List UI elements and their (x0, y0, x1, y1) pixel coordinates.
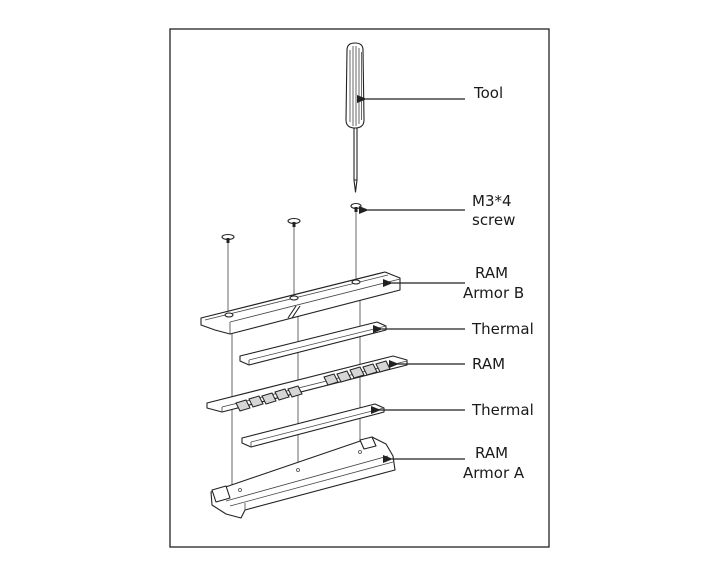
diagram-frame (169, 28, 550, 548)
ram-chips-right (323, 360, 391, 386)
label-armor-b-line2: Armor B (463, 284, 524, 302)
label-armor-b-line1: RAM (475, 264, 508, 282)
screw-left (221, 233, 235, 243)
screwdriver-tool (345, 42, 365, 193)
label-armor-a-line1: RAM (475, 444, 508, 462)
ram-armor-b (200, 271, 401, 335)
ram-armor-a (210, 436, 396, 519)
label-screw-line1: M3*4 (472, 192, 512, 210)
label-ram: RAM (472, 355, 505, 373)
label-screw-line2: screw (472, 211, 515, 229)
leader-lines (357, 95, 465, 463)
label-tool: Tool (473, 84, 503, 102)
ram-chips-left (235, 385, 303, 412)
screw-middle (287, 217, 301, 227)
screw-right (350, 202, 362, 212)
label-armor-a-line2: Armor A (463, 464, 525, 482)
label-thermal-bottom: Thermal (471, 401, 534, 419)
ram-module (206, 355, 408, 413)
label-thermal-top: Thermal (471, 320, 534, 338)
thermal-pad-bottom (241, 403, 385, 448)
thermal-pad-top (239, 321, 387, 366)
